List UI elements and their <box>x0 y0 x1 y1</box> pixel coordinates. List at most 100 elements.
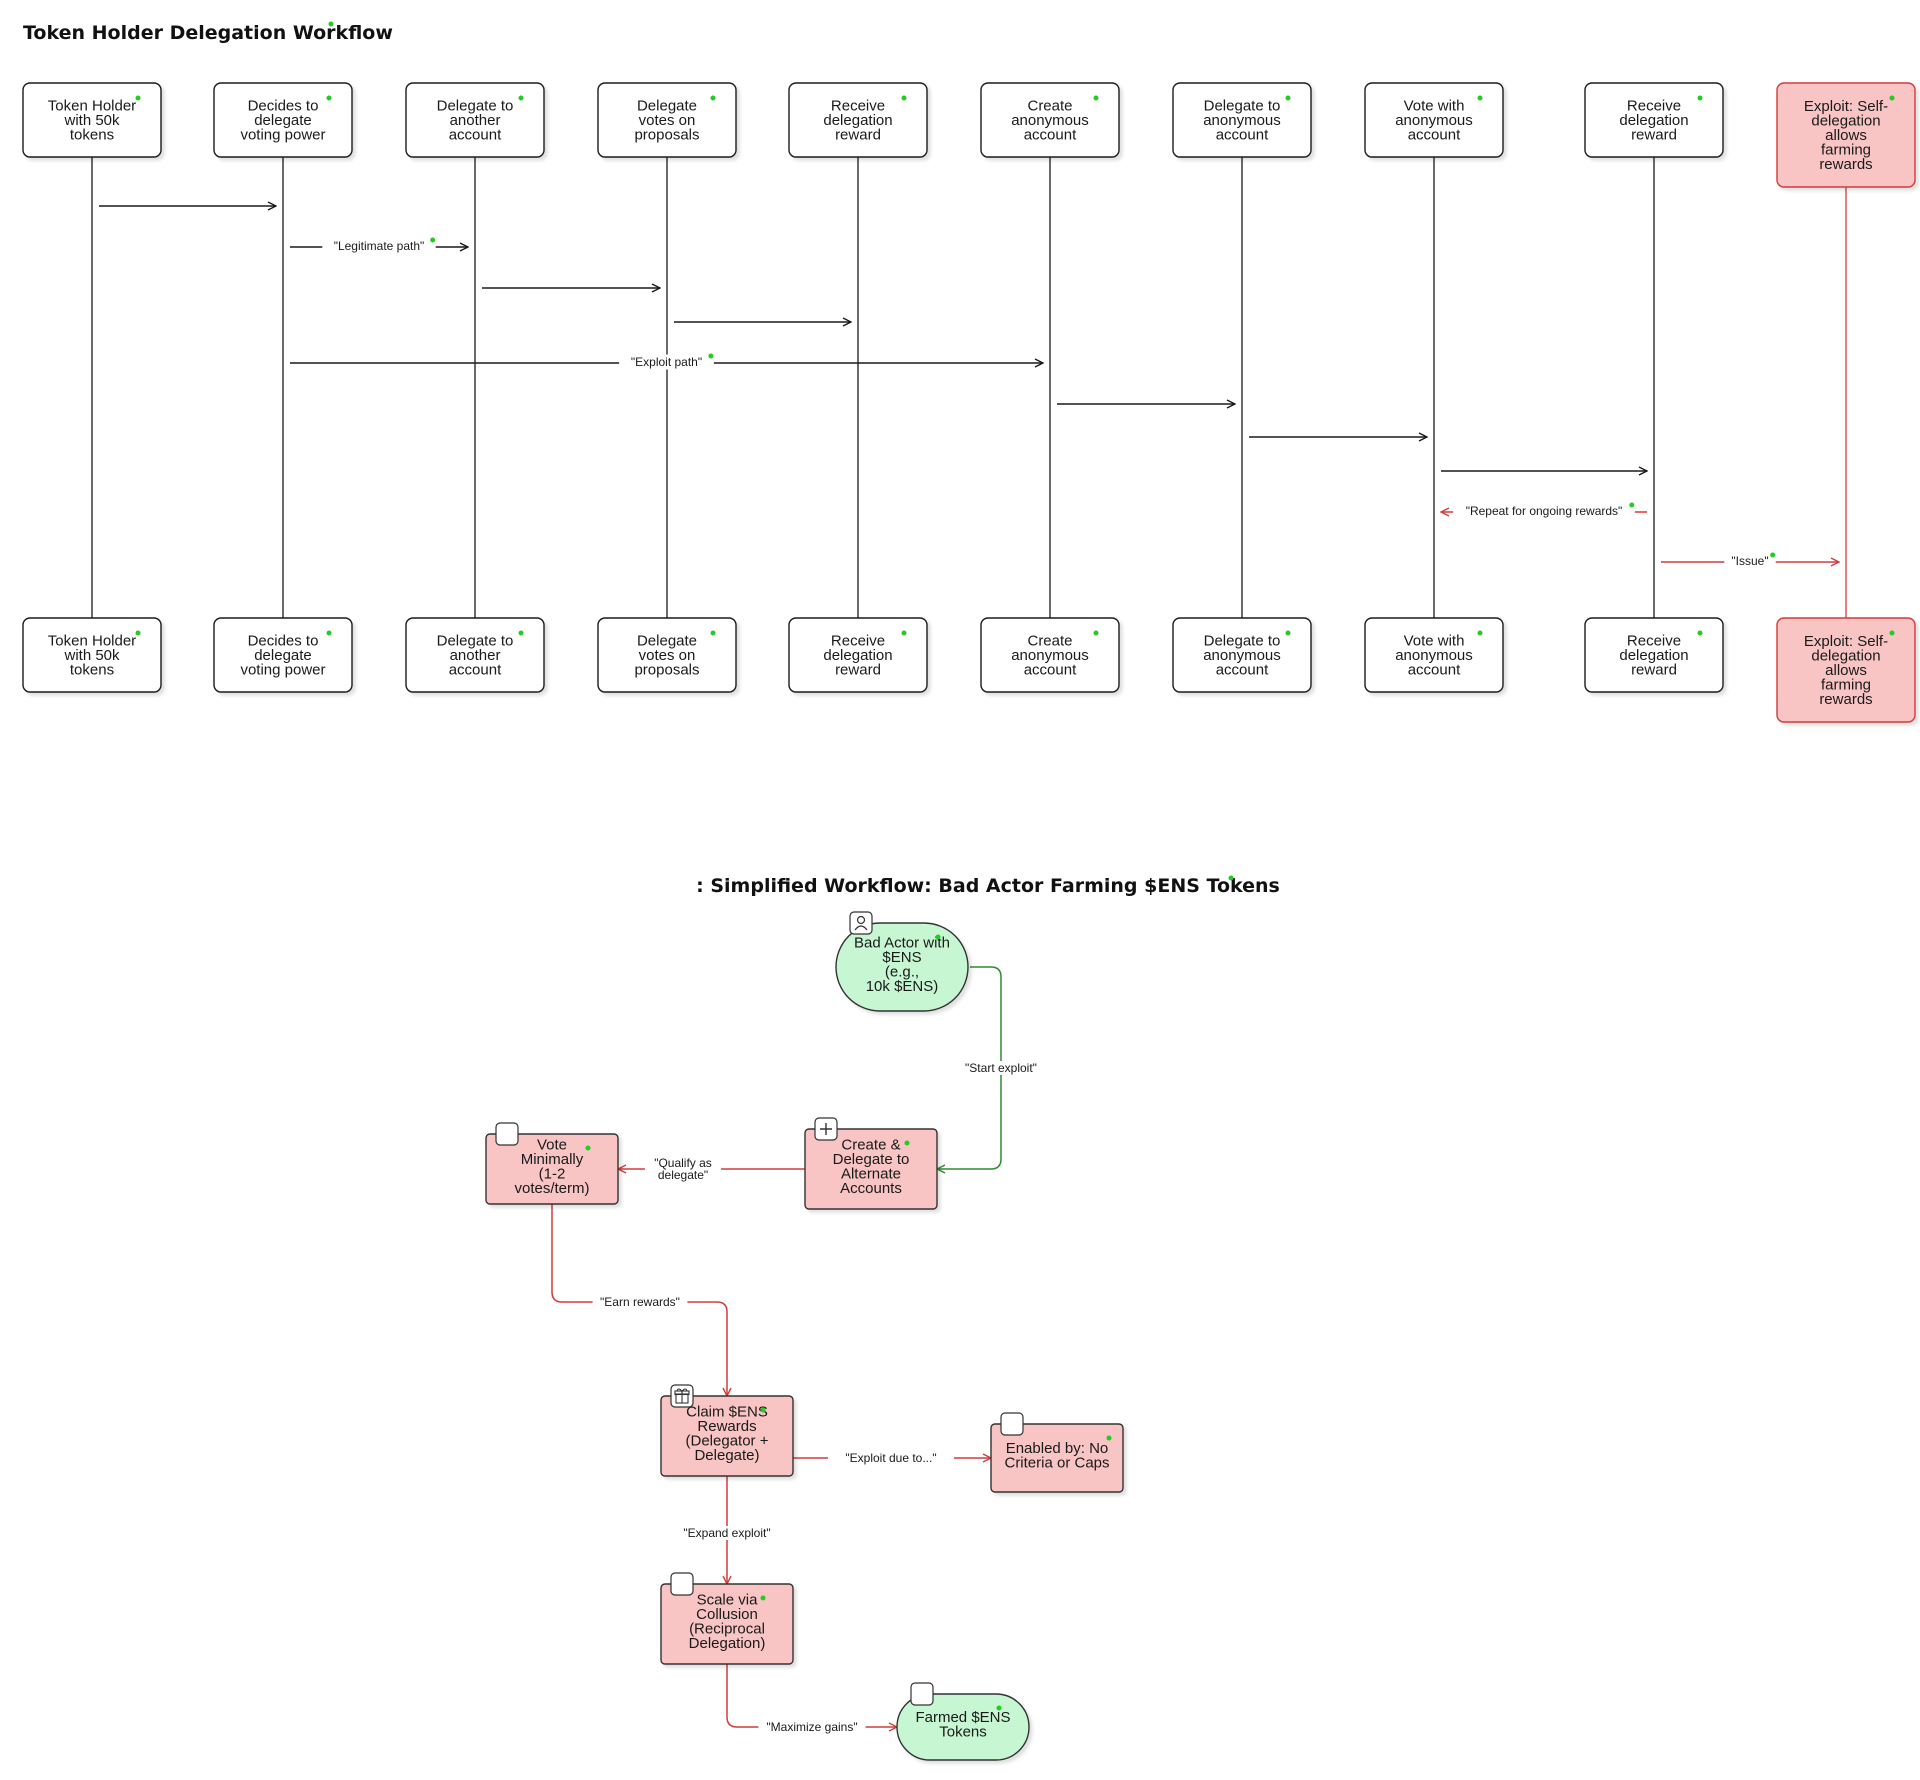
participant-marker <box>710 95 716 101</box>
sequence-title: Token Holder Delegation Workflow <box>23 22 393 44</box>
participant-marker <box>710 630 716 636</box>
participant-label-line: Delegate to <box>1204 633 1281 650</box>
sequence-title-marker <box>328 21 334 27</box>
flow-node-bad_actor[interactable]: Bad Actor with$ENS(e.g.,10k $ENS) <box>835 911 969 1012</box>
message-label: "Exploit path" <box>631 355 702 369</box>
flow-edge-label: "Start exploit" <box>965 1061 1037 1075</box>
flow-node-label-line: $ENS <box>882 949 921 966</box>
flow-node-label-line: 10k $ENS) <box>866 978 939 995</box>
flow-node-marker <box>904 1140 910 1146</box>
participant-marker <box>1697 95 1703 101</box>
participant-label-line: Exploit: Self- <box>1804 633 1888 650</box>
participant-label-line: reward <box>1631 662 1677 679</box>
participant-marker <box>1889 630 1895 636</box>
flow-node-label-line: Delegate) <box>694 1447 759 1464</box>
flow-node-label-line: (Reciprocal <box>689 1620 765 1637</box>
flow-edge-label-bg <box>950 1061 1052 1075</box>
participant-label-line: delegation <box>823 647 892 664</box>
participant-marker <box>901 630 907 636</box>
participant-marker <box>1889 95 1895 101</box>
participant-label-line: Exploit: Self- <box>1804 98 1888 115</box>
flow-node-label-line: Collusion <box>696 1606 758 1623</box>
message-label: "Repeat for ongoing rewards" <box>1466 504 1623 518</box>
flow-node-shape <box>485 1133 619 1205</box>
participant-label-line: delegate <box>254 647 312 664</box>
flow-node-shape <box>660 1583 794 1665</box>
flow-node-shape <box>660 1395 794 1477</box>
flow-node-label-line: (1-2 <box>539 1165 566 1182</box>
participant-label-line: Create <box>1027 633 1072 650</box>
participant-label-line: rewards <box>1819 156 1872 173</box>
participant-box <box>22 82 162 158</box>
participant-label-line: delegation <box>1619 647 1688 664</box>
flow-node-label: Bad Actor with$ENS(e.g.,10k $ENS) <box>854 934 950 995</box>
participant-box <box>22 617 162 693</box>
flow-node-label-line: Farmed $ENS <box>915 1709 1010 1726</box>
participant-box <box>1776 82 1916 188</box>
participant-label-line: anonymous <box>1011 647 1089 664</box>
participant-label-line: tokens <box>70 127 114 144</box>
plus-icon <box>814 1117 838 1141</box>
participant-label-line: delegation <box>1811 113 1880 130</box>
participant-label-line: rewards <box>1819 691 1872 708</box>
participant-label-line: Create <box>1027 98 1072 115</box>
participant-marker <box>1093 630 1099 636</box>
participant-marker <box>901 95 907 101</box>
flow-edge-label-bg <box>758 1720 866 1734</box>
message-label-bg <box>619 354 714 370</box>
flow-node-label-line: Criteria or Caps <box>1004 1454 1109 1471</box>
participant-label-line: voting power <box>240 127 325 144</box>
participant-label-line: Token Holder <box>48 98 136 115</box>
participant-label-line: votes on <box>639 647 696 664</box>
participant-label-line: another <box>450 112 501 129</box>
flow-node-label-line: Delegate to <box>833 1151 910 1168</box>
message-label: "Legitimate path" <box>334 239 425 253</box>
flow-node-label-line: Scale via <box>697 1591 759 1608</box>
participant-label-line: Receive <box>831 633 885 650</box>
participant-label-line: Decides to <box>248 633 319 650</box>
participant-box <box>597 617 737 693</box>
flow-title: : Simplified Workflow: Bad Actor Farming… <box>696 875 1280 897</box>
participant-box <box>1364 82 1504 158</box>
participant-label-line: another <box>450 647 501 664</box>
participant-label-line: account <box>1408 127 1461 144</box>
flow-node-label-line: Bad Actor with <box>854 934 950 951</box>
